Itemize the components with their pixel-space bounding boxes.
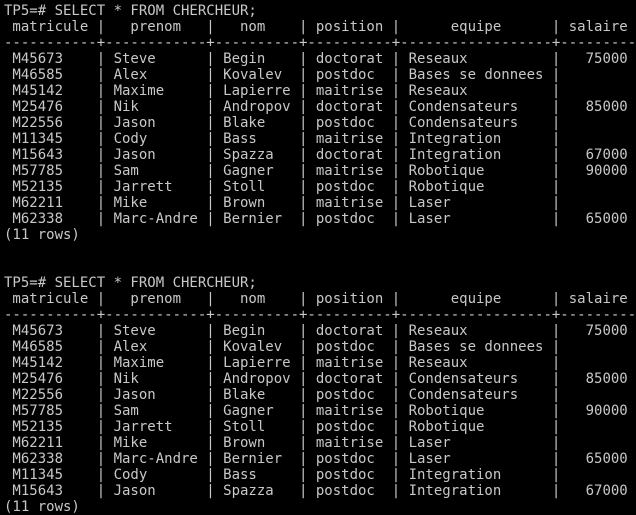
- table-row: M15643 | Jason | Spazza | doctorat | Int…: [4, 147, 628, 163]
- row-count-1: (11 rows): [4, 227, 80, 243]
- table-row: M62211 | Mike | Brown | maitrise | Laser…: [4, 195, 628, 211]
- row-count-2: (11 rows): [4, 499, 80, 515]
- table-row: M22556 | Jason | Blake | postdoc | Conde…: [4, 115, 628, 131]
- table-header-1: matricule | prenom | nom | position | eq…: [4, 19, 628, 35]
- table-row: M62211 | Mike | Brown | maitrise | Laser…: [4, 435, 628, 451]
- command-line-1: TP5=# SELECT * FROM CHERCHEUR;: [4, 3, 257, 19]
- table-row: M25476 | Nik | Andropov | doctorat | Con…: [4, 99, 628, 115]
- table-row: M11345 | Cody | Bass | postdoc | Integra…: [4, 467, 628, 483]
- table-row: M15643 | Jason | Spazza | postdoc | Inte…: [4, 483, 628, 499]
- table-row: M25476 | Nik | Andropov | doctorat | Con…: [4, 371, 628, 387]
- table-row: M22556 | Jason | Blake | postdoc | Conde…: [4, 387, 628, 403]
- table-row: M11345 | Cody | Bass | maitrise | Integr…: [4, 131, 628, 147]
- table-row: M62338 | Marc-Andre | Bernier | postdoc …: [4, 451, 628, 467]
- table-row: M57785 | Sam | Gagner | maitrise | Robot…: [4, 163, 628, 179]
- table-separator-2: -----------+------------+----------+----…: [4, 307, 636, 323]
- command-line-2: TP5=# SELECT * FROM CHERCHEUR;: [4, 275, 257, 291]
- table-row: M52135 | Jarrett | Stoll | postdoc | Rob…: [4, 179, 628, 195]
- table-row: M52135 | Jarrett | Stoll | postdoc | Rob…: [4, 419, 628, 435]
- table-row: M62338 | Marc-Andre | Bernier | postdoc …: [4, 211, 628, 227]
- table-header-2: matricule | prenom | nom | position | eq…: [4, 291, 628, 307]
- table-row: M45673 | Steve | Begin | doctorat | Rese…: [4, 323, 628, 339]
- table-separator-1: -----------+------------+----------+----…: [4, 35, 636, 51]
- table-row: M45673 | Steve | Begin | doctorat | Rese…: [4, 51, 628, 67]
- table-row: M46585 | Alex | Kovalev | postdoc | Base…: [4, 67, 628, 83]
- table-row: M46585 | Alex | Kovalev | postdoc | Base…: [4, 339, 628, 355]
- table-row: M45142 | Maxime | Lapierre | maitrise | …: [4, 355, 628, 371]
- blank-gap: [4, 243, 615, 275]
- table-row: M57785 | Sam | Gagner | maitrise | Robot…: [4, 403, 628, 419]
- table-row: M45142 | Maxime | Lapierre | maitrise | …: [4, 83, 628, 99]
